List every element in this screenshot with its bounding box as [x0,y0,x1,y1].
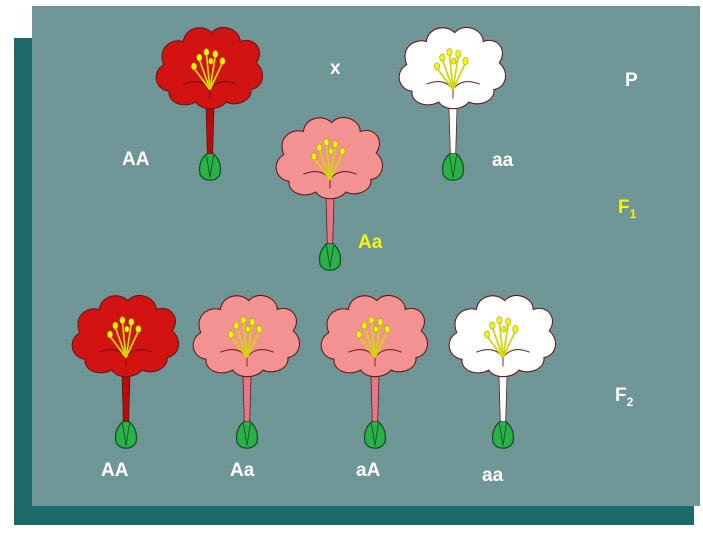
flower-pink-f2-b [315,290,435,450]
flower-red-f2 [66,290,186,450]
genotype-label-f2-4: aa [482,465,503,487]
genotype-label-f1: Aa [358,232,382,254]
genotype-label-aa-dominant-parent: AA [122,149,149,171]
genotype-label-f2-1: AA [101,460,128,482]
flower-white-f2 [443,290,563,450]
generation-label-p: P [625,70,638,92]
generation-label-f1: F1 [618,197,636,221]
genotype-label-f2-2: Aa [230,460,254,482]
flower-red-parent [150,22,270,182]
flower-pink-f2-a [187,290,307,450]
generation-label-f2: F2 [615,385,633,409]
genotype-label-f2-3: aA [356,460,380,482]
cross-symbol: x [330,58,341,80]
genotype-label-aa-recessive-parent: aa [492,150,513,172]
